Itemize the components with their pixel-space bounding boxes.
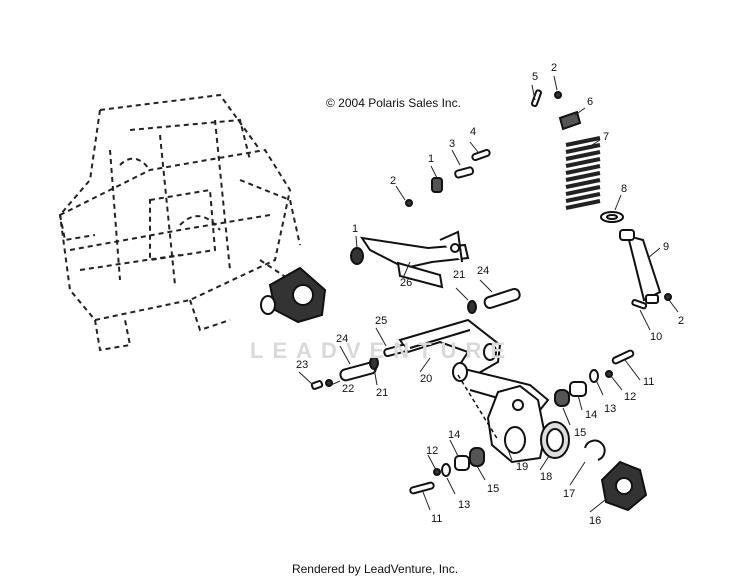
leader-lines: [298, 75, 679, 513]
wheel-bearing: [540, 421, 570, 459]
callout-number: 21: [453, 269, 465, 281]
bearing-carrier: [457, 374, 547, 464]
callout-number: 24: [336, 333, 348, 345]
callout-number: 22: [342, 383, 354, 395]
callout-number: 4: [470, 126, 476, 138]
callout-number: 2: [390, 175, 396, 187]
callout-number: 2: [551, 62, 557, 74]
upper-a-arm: [359, 230, 470, 289]
callout-number: 20: [420, 373, 432, 385]
callout-number: 23: [296, 359, 308, 371]
callout-number: 13: [604, 403, 616, 415]
callout-number: 7: [603, 131, 609, 143]
callout-number: 12: [624, 391, 636, 403]
callout-number: 11: [431, 513, 442, 525]
lower-pins: [310, 287, 521, 390]
callout-number: 26: [400, 277, 412, 289]
callout-number: 2: [678, 315, 684, 327]
callout-number: 13: [458, 499, 470, 511]
callout-number: 1: [428, 153, 434, 165]
footer-text: Rendered by LeadVenture, Inc.: [291, 562, 459, 576]
frame-phantom-outline: [58, 93, 301, 352]
callout-number: 14: [448, 429, 460, 441]
callout-number: 25: [375, 315, 387, 327]
callout-number: 1: [352, 223, 358, 235]
callout-number: 14: [585, 409, 597, 421]
callout-number: 9: [663, 241, 669, 253]
callout-number: 17: [563, 488, 575, 500]
callout-number: 5: [532, 71, 538, 83]
coil-spring: [565, 136, 601, 210]
callout-number: 19: [516, 461, 528, 473]
shock-assembly: [530, 89, 672, 310]
callout-number: 18: [540, 471, 552, 483]
callout-number: 11: [643, 376, 654, 388]
frame-hub: [260, 266, 327, 324]
callout-number: 3: [449, 138, 455, 150]
callout-number: 16: [589, 515, 601, 527]
callout-number: 15: [487, 483, 499, 495]
callout-number: 21: [376, 387, 388, 399]
callout-number: 24: [477, 265, 489, 277]
copyright-text: © 2004 Polaris Sales Inc.: [326, 96, 461, 110]
wheel-hub: [600, 460, 648, 512]
lower-left-hardware: [409, 447, 485, 495]
callout-number: 15: [574, 427, 586, 439]
watermark-text: LEADVENTURE: [250, 338, 515, 363]
callout-number: 10: [650, 331, 662, 343]
callout-number: 8: [621, 183, 627, 195]
upper-right-hardware: [554, 349, 635, 407]
snap-ring: [584, 439, 606, 461]
callout-number: 12: [426, 445, 438, 457]
callout-number: 6: [587, 96, 593, 108]
